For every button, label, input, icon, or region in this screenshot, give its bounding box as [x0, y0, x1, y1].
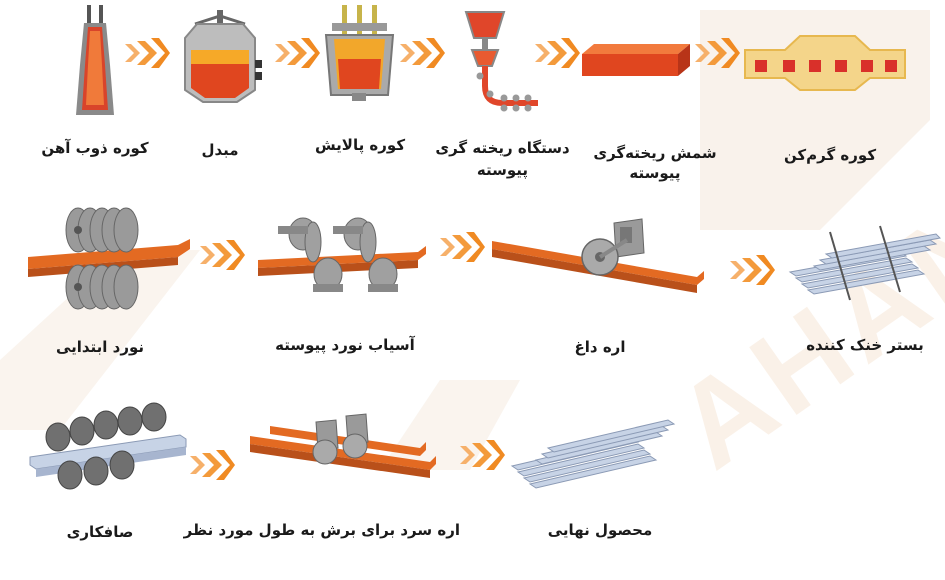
primary-rolling-label: نورد ابتدایی [55, 338, 145, 356]
flow-arrow [440, 232, 485, 262]
continuous-billet-label-line2: پیوسته [629, 164, 681, 182]
cooling-bed-illustration [788, 222, 942, 302]
primary-rolling-illustration [28, 205, 193, 310]
straightening-illustration [29, 402, 190, 495]
cold-saw-illustration [250, 412, 445, 492]
cold-saw-label: اره سرد برای برش به طول مورد نظر [183, 521, 460, 539]
blast-furnace-label: کوره ذوب آهن [41, 139, 149, 157]
converter-illustration [175, 10, 265, 105]
converter-label: مبدل [201, 141, 239, 159]
flow-arrow [460, 440, 505, 470]
reheating-furnace-illustration [744, 28, 906, 93]
flow-arrow [200, 240, 245, 270]
flow-arrow [190, 450, 235, 480]
blast-furnace-illustration [70, 5, 120, 120]
continuous-rolling-mill-illustration [258, 212, 428, 307]
straightening-label: صافکاری [66, 523, 134, 541]
continuous-billet-illustration [582, 40, 692, 80]
reheating-furnace-label: کوره گرم‌کن [783, 146, 877, 164]
refining-furnace-label: کوره پالایش [314, 136, 406, 154]
final-product-illustration [510, 410, 677, 495]
continuous-billet-label: شمش ریخته‌گری [593, 144, 717, 162]
continuous-caster-illustration [460, 8, 540, 113]
cooling-bed-label: بستر خنک کننده [806, 336, 924, 354]
flow-arrow [535, 38, 580, 68]
final-product-label: محصول نهایی [547, 521, 653, 539]
refining-furnace-illustration [322, 5, 397, 105]
flow-arrow [125, 38, 170, 68]
flow-arrow [730, 255, 775, 285]
hot-saw-illustration [492, 215, 712, 305]
continuous-caster-label: دستگاه ریخته گری [435, 139, 570, 157]
hot-saw-label: اره داغ [574, 338, 626, 356]
flow-arrow [275, 38, 320, 68]
continuous-caster-label-line2: پیوسته [476, 161, 529, 179]
flow-arrow [695, 38, 740, 68]
continuous-rolling-mill-label: آسیاب نورد پیوسته [275, 336, 415, 354]
flow-arrow [400, 38, 445, 68]
